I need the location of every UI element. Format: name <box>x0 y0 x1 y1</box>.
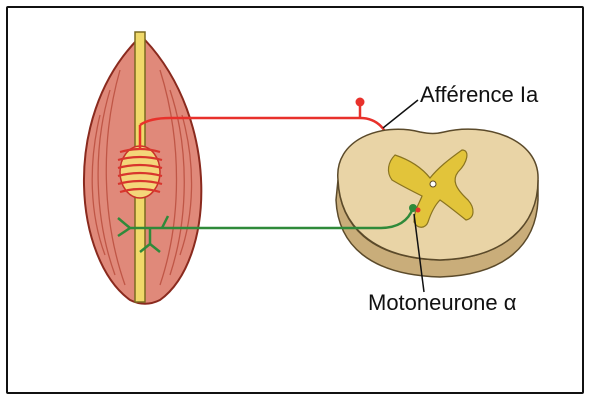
motoneurone-label: Motoneurone α <box>368 290 516 316</box>
synapse <box>416 208 421 213</box>
afference-leader <box>383 100 418 128</box>
central-canal <box>430 181 436 187</box>
spinal-cord-section <box>336 129 538 277</box>
muscle <box>84 32 201 304</box>
afference-label: Afférence Ia <box>420 82 538 108</box>
dorsal-root-ganglion <box>356 98 365 107</box>
